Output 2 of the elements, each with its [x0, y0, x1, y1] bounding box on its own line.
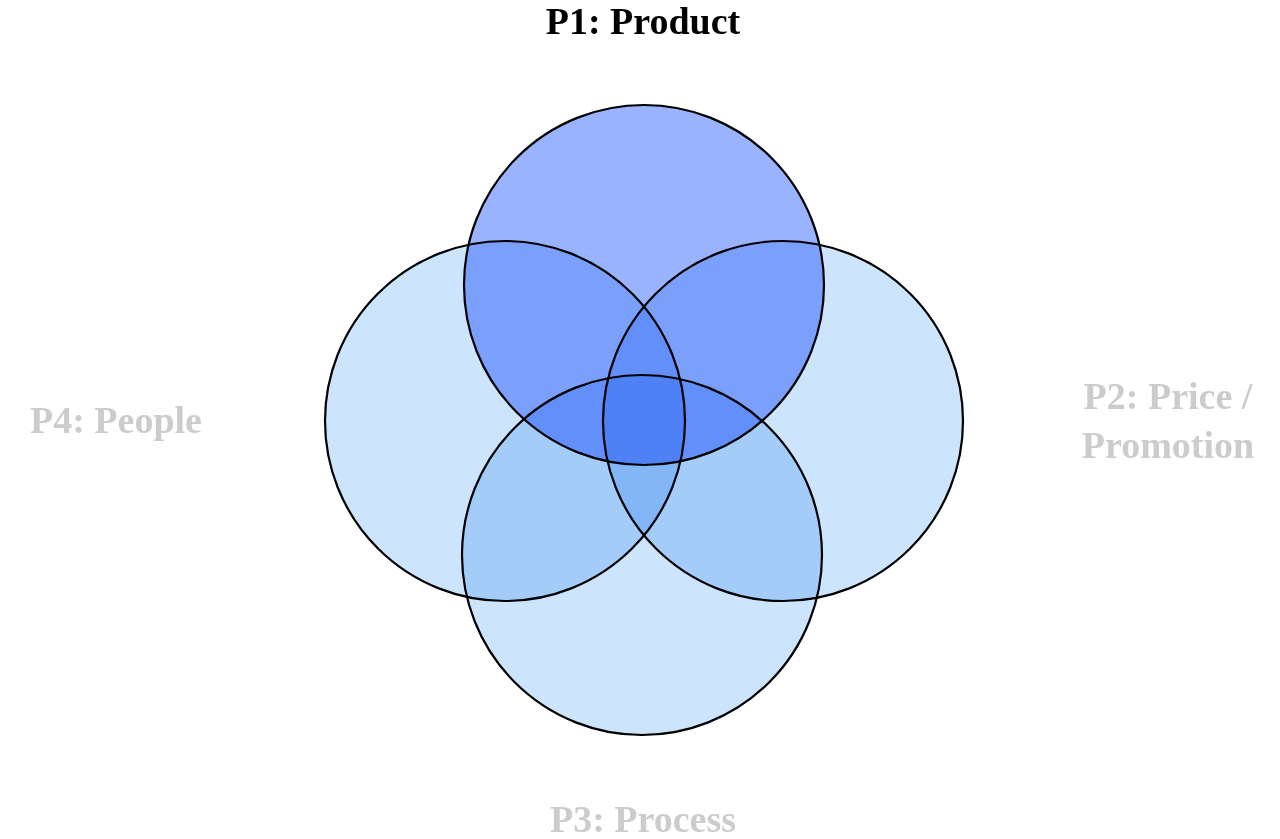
venn-circle: [464, 105, 824, 465]
circle-label: P1: Product: [544, 0, 742, 45]
